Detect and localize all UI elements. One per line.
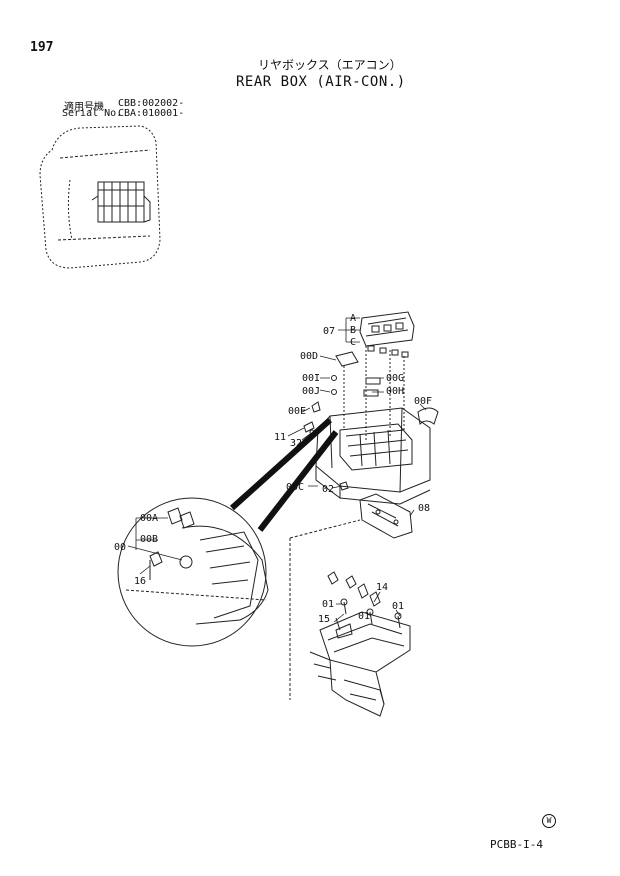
callout-00: 00 xyxy=(114,542,126,553)
serial-label-english: Serial No. xyxy=(62,108,123,119)
callout-01-left: 01 xyxy=(322,599,334,610)
lower-frame-assembly xyxy=(289,519,411,717)
detail-magnifier xyxy=(117,417,339,647)
callout-00d: 00D xyxy=(300,351,318,362)
callout-a: A xyxy=(350,313,356,324)
callout-b: B xyxy=(350,325,356,336)
footer-code: PCBB-I-4 xyxy=(490,838,543,851)
callout-labels: 07 A B C 00D 00I 00J 00G 00H 00E 00F 11 … xyxy=(114,313,432,625)
callout-00a: 00A xyxy=(140,513,158,524)
callout-00e: 00E xyxy=(288,406,306,417)
callout-00f: 00F xyxy=(414,396,432,407)
callout-01-middle: 01 xyxy=(358,611,370,622)
manufacturer-mark: W xyxy=(542,814,556,828)
callout-14: 14 xyxy=(376,582,388,593)
serial-value-japanese: CBB:002002- xyxy=(118,98,185,109)
cab-overview-illustration xyxy=(39,125,161,269)
callout-00j: 00J xyxy=(302,386,320,397)
callout-11: 11 xyxy=(274,432,286,443)
callout-02: 02 xyxy=(322,484,334,495)
callout-00g: 00G xyxy=(386,373,404,384)
callout-08: 08 xyxy=(418,503,430,514)
callout-00b: 00B xyxy=(140,534,158,545)
callout-c: C xyxy=(350,337,356,348)
leader-lines xyxy=(127,317,427,623)
callout-32: 32 xyxy=(290,438,302,449)
title-japanese: リヤボックス（エアコン） xyxy=(258,58,402,72)
callout-00i: 00I xyxy=(302,373,320,384)
rear-box-assembly xyxy=(303,311,439,539)
callout-00c: 00C xyxy=(286,482,304,493)
serial-value-english: CBA:010001- xyxy=(118,108,185,119)
page-number: 197 xyxy=(30,40,54,55)
title-english: REAR BOX (AIR-CON.) xyxy=(236,74,406,90)
callout-07: 07 xyxy=(323,326,335,337)
callout-00h: 00H xyxy=(386,386,404,397)
callout-16: 16 xyxy=(134,576,146,587)
callout-15: 15 xyxy=(318,614,330,625)
serial-label-japanese: 適用号機 xyxy=(64,102,104,113)
callout-01-right: 01 xyxy=(392,601,404,612)
